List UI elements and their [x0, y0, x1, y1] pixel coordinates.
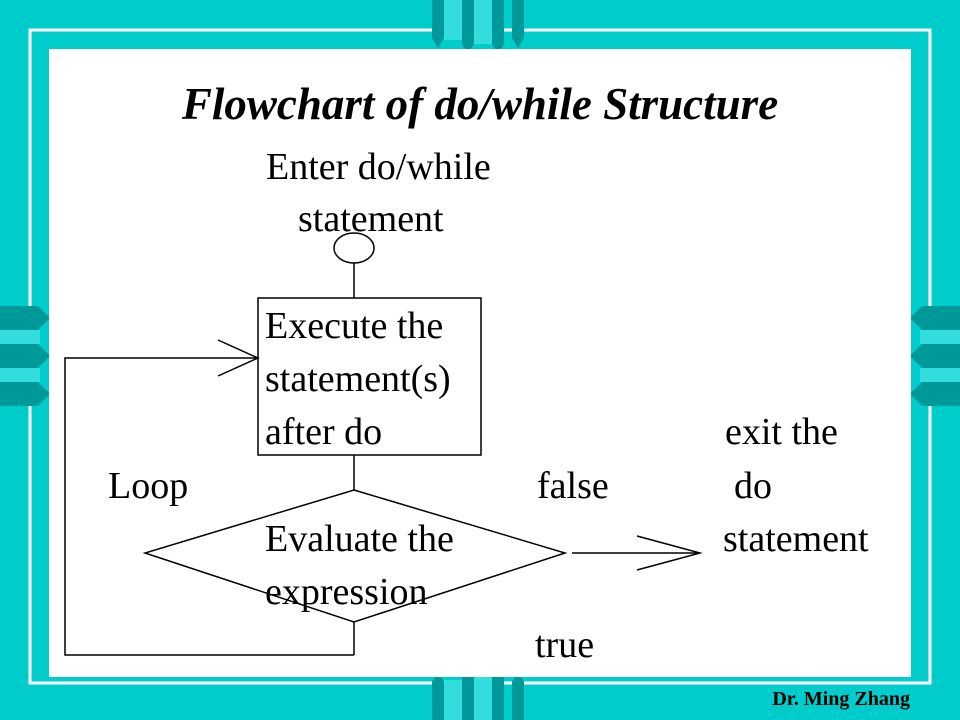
process-label-line3: after do: [265, 411, 383, 453]
process-box: [257, 297, 482, 456]
exit-label-line1: exit the: [725, 411, 838, 453]
process-label-line1: Execute the: [265, 305, 444, 347]
entry-label-line2: statement: [298, 198, 444, 240]
loop-arrowhead: [217, 339, 260, 377]
slide-title: Flowchart of do/while Structure: [181, 79, 779, 129]
slide-panel: [49, 49, 911, 677]
false-label: false: [537, 465, 609, 507]
loop-back-line: [64, 357, 354, 656]
author-footer: Dr. Ming Zhang: [772, 688, 910, 710]
right-ornament: [910, 306, 960, 406]
left-ornament: [0, 306, 50, 406]
process-label-line2: statement(s): [265, 358, 451, 400]
bottom-ornament: [432, 666, 524, 720]
top-ornament: [432, 0, 524, 54]
true-label: true: [535, 624, 595, 666]
decision-label-line1: Evaluate the: [265, 518, 454, 560]
false-arrowhead: [636, 535, 703, 571]
entry-label-line1: Enter do/while: [266, 146, 491, 188]
exit-label-line2: do: [734, 465, 772, 507]
loop-label: Loop: [108, 465, 189, 507]
exit-label-line3: statement: [723, 518, 869, 560]
decision-label-line2: expression: [265, 571, 428, 613]
